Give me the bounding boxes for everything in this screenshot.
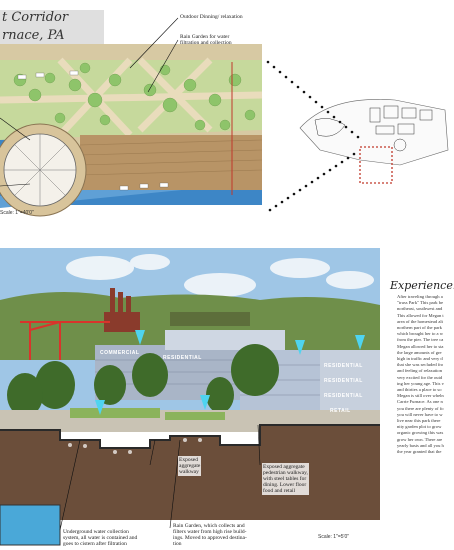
- callout-ped-line-1: Exposed aggregate: [263, 464, 305, 470]
- experience-line: and feeling of relaxation: [397, 368, 443, 374]
- callout-ped-line-2: pedestrian walkway,: [263, 470, 308, 476]
- callout-ped-line-4: dining. Lower floor: [263, 482, 307, 488]
- callout-raingarden-line-1: Rain Garden, which collects and: [173, 523, 245, 529]
- callout-underground-line-3: goes to cistern after filtration: [63, 541, 127, 547]
- building-label-residential-3: RESIDENTIAL: [324, 378, 363, 384]
- building-label-residential-1: RESIDENTIAL: [163, 355, 202, 361]
- experience-line: from the pier. The tree ca: [397, 337, 444, 343]
- experience-line: "truss Park" This park be: [397, 300, 444, 306]
- experience-line: yearly basis and all you h: [397, 442, 444, 448]
- experience-line: area of the homestead alt: [397, 318, 443, 324]
- callout-underground-line-1: Underground water collection: [63, 529, 129, 535]
- experience-line: which brought her to a w: [397, 331, 444, 337]
- callout-underground-line-2: system, all water is contained and: [63, 535, 138, 541]
- callout-walkway: Exposed aggregate walkway: [178, 456, 202, 476]
- page-title-line-2: rnace, PA: [2, 28, 65, 43]
- callout-underground-water: Underground water collection system, all…: [62, 528, 139, 548]
- callout-raingarden-line-4: tion: [173, 541, 182, 547]
- experience-line: northeast, southwest and: [397, 306, 443, 312]
- experience-line: live near this park there: [397, 418, 441, 424]
- title-backdrop: [0, 10, 104, 44]
- callout-ped-line-5: food and retail: [263, 488, 296, 494]
- callout-raingarden-line-3: ings. Moved to approved destina-: [173, 535, 247, 541]
- callout-rain-garden-line-1: Rain Garden for water: [180, 34, 230, 40]
- experience-line: nity garden plot to grow: [397, 424, 442, 430]
- experience-line: Megan allowed her to sta: [397, 343, 444, 349]
- callout-rain-garden-line-2: filtration and collection: [180, 40, 232, 46]
- page-title-line-1: t Corridor: [2, 10, 69, 25]
- experience-line: you will never have to w: [397, 411, 443, 417]
- building-label-retail: RETAIL: [330, 408, 351, 414]
- experience-line: and thirties a place to so: [397, 387, 442, 393]
- experience-line: you there are plenty of fo: [397, 405, 444, 411]
- experience-line: This allowed for Megan t: [397, 312, 444, 318]
- plan-scale: Scale: 1"=40'0": [0, 210, 34, 216]
- callout-rain-garden-section: Rain Garden, which collects and filters …: [172, 522, 248, 548]
- building-label-residential-2: RESIDENTIAL: [324, 363, 363, 369]
- callout-pedestrian-walkway: Exposed aggregate pedestrian walkway, wi…: [262, 463, 309, 495]
- building-label-residential-4: RESIDENTIAL: [324, 393, 363, 399]
- callout-raingarden-line-2: filters water from high rise build-: [173, 529, 247, 535]
- section-rendering: [0, 248, 380, 432]
- callout-walkway-line-3: walkway: [179, 469, 199, 475]
- experience-body: After traveling through a"truss Park" Th…: [397, 294, 454, 509]
- locator-map: [266, 60, 449, 212]
- experience-line: high in traffic and very d: [397, 356, 443, 362]
- callout-ped-line-3: with steel tables for: [263, 476, 307, 482]
- callout-walkway-line-2: aggregate: [179, 463, 201, 469]
- building-label-commercial: COMMERCIAL: [100, 350, 140, 356]
- site-plan: [0, 17, 263, 217]
- experience-line: ing her young age. This v: [397, 380, 444, 386]
- callout-walkway-line-1: Exposed: [179, 457, 198, 463]
- experience-line: the large amounts of gre: [397, 349, 442, 355]
- experience-line: After traveling through a: [397, 294, 443, 299]
- experience-line: very excited for the outd: [397, 374, 443, 380]
- experience-line: Carrie Furnace. As one n: [397, 399, 443, 405]
- experience-line: grow her own. There are: [397, 436, 443, 442]
- experience-line: the year granted that the: [397, 449, 442, 455]
- callout-outdoor-dining: Outdoor Dinning/ relaxation: [180, 14, 243, 20]
- experience-line: that she was secluded fro: [397, 362, 444, 368]
- experience-line: organic growing this was: [397, 430, 444, 436]
- section-scale: Scale: 1"=5'0": [318, 534, 350, 540]
- experience-heading: Experience:: [390, 279, 454, 292]
- experience-line: Megan is still over wheln: [397, 393, 444, 399]
- experience-line: northern part of the park: [397, 325, 442, 331]
